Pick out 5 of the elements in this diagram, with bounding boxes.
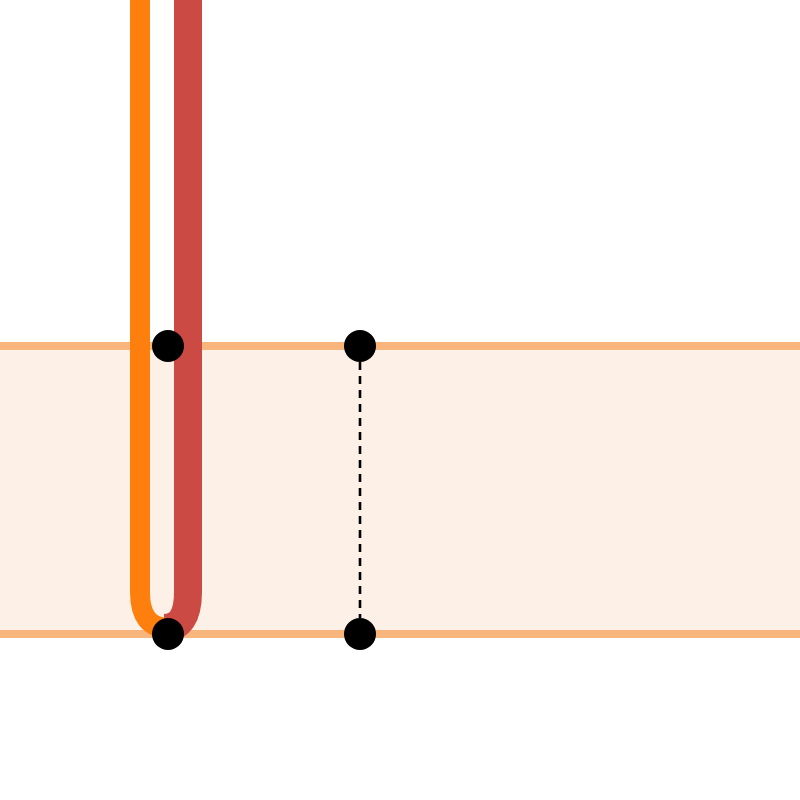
dot: [344, 618, 376, 650]
dot: [152, 330, 184, 362]
dot: [344, 330, 376, 362]
dashed-line: [358, 362, 362, 618]
dot: [152, 618, 184, 650]
